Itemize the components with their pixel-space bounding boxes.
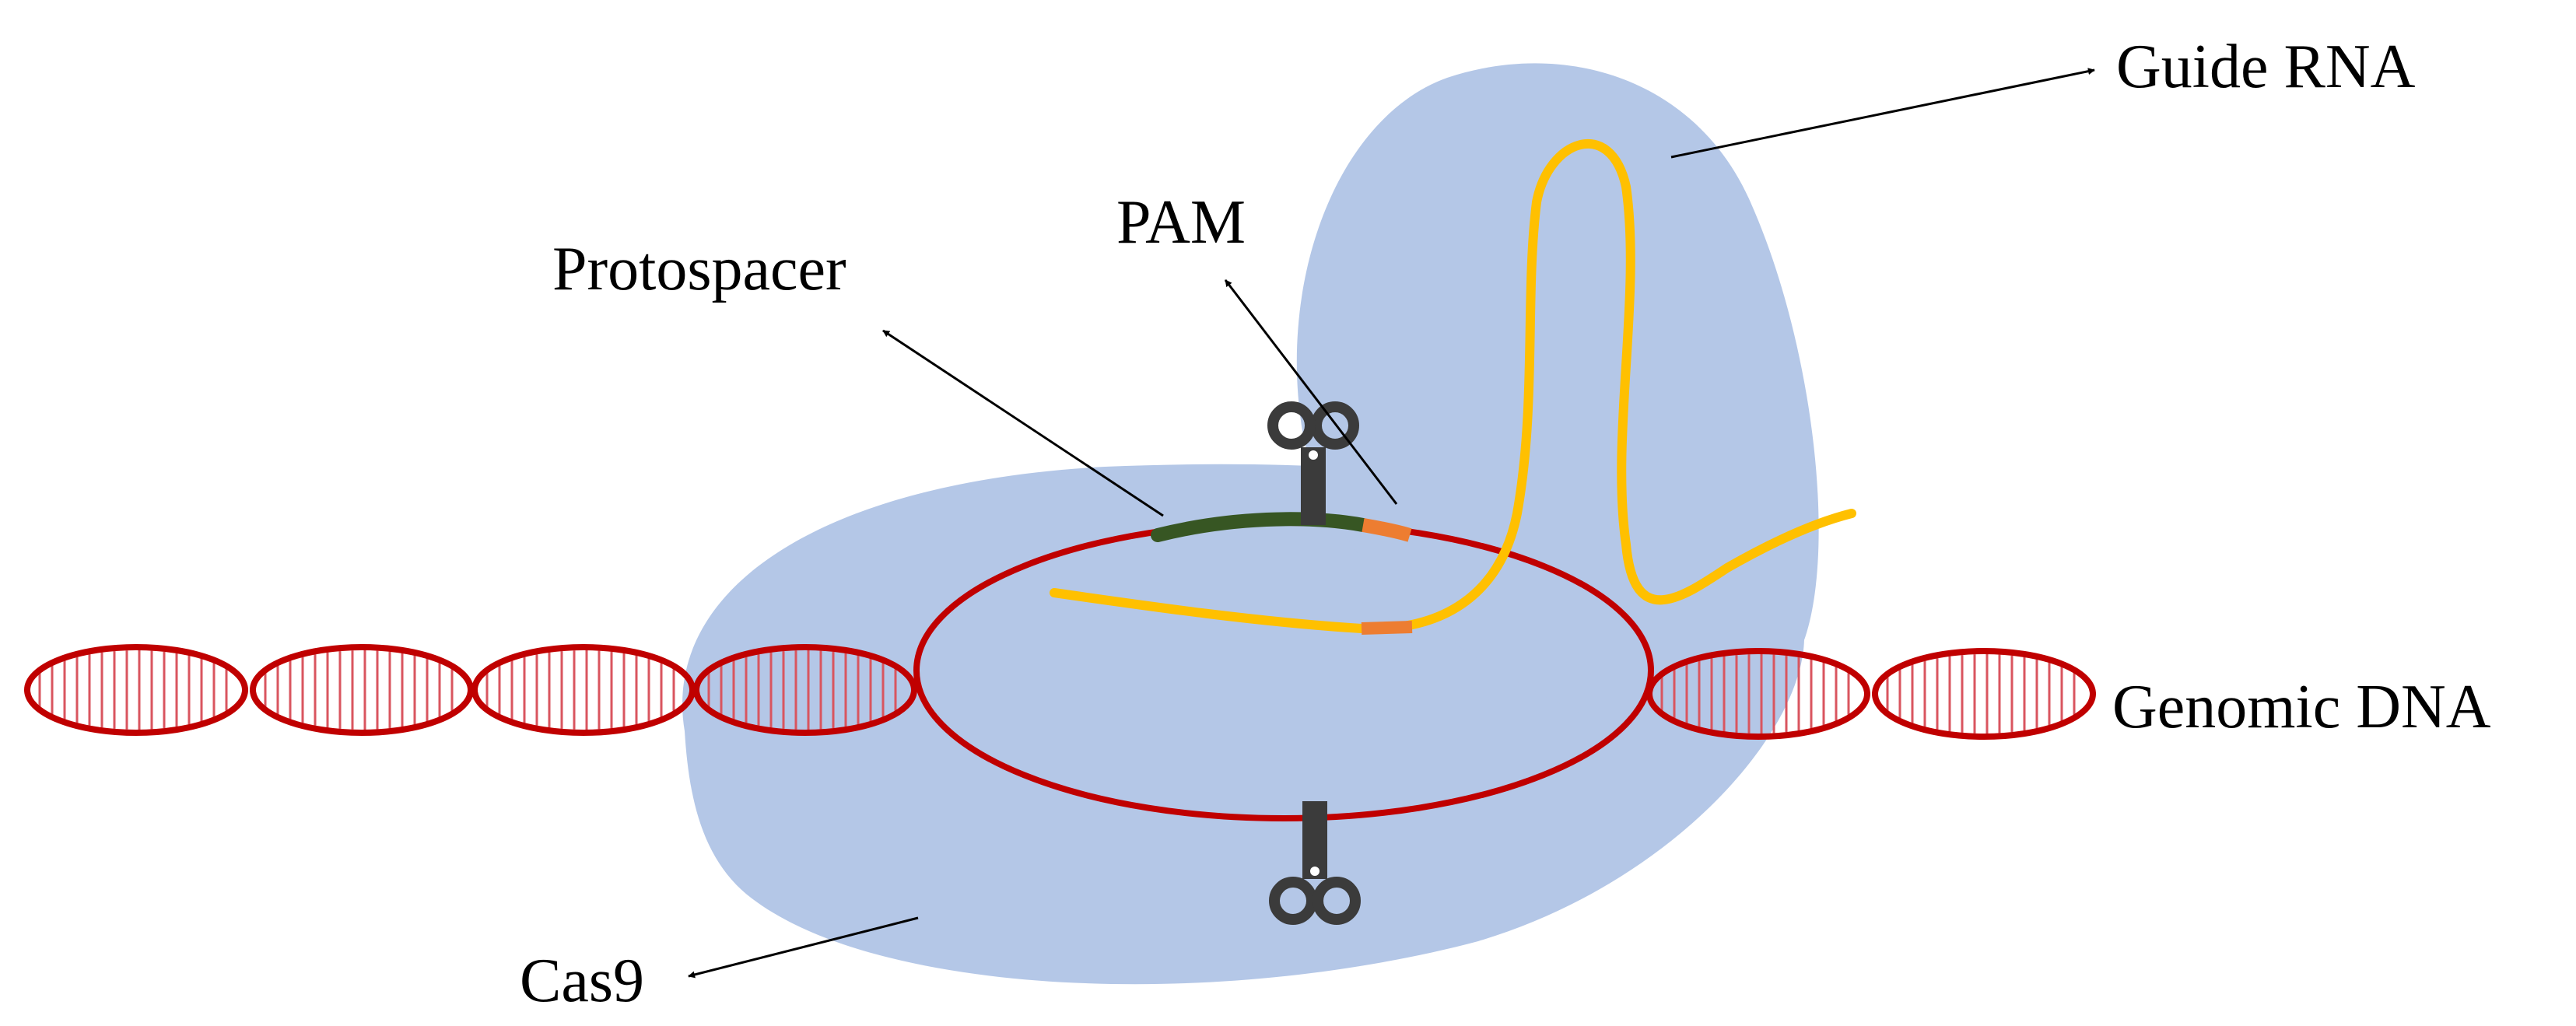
dna-segment-6 — [1872, 648, 2096, 740]
protospacer-segment — [1151, 512, 1370, 542]
guide-rna — [1050, 138, 1856, 635]
pam-label: PAM — [1116, 188, 1246, 257]
dna-segment-3 — [471, 644, 696, 736]
protospacer-label: Protospacer — [552, 235, 846, 303]
guide-rna-label: Guide RNA — [2116, 33, 2416, 101]
dna-segment-1 — [24, 644, 248, 736]
protospacer-pointer — [882, 329, 1164, 517]
guide-rna-pam-mark — [1361, 621, 1413, 635]
cas9-pointer — [688, 916, 919, 979]
genomic-dna-label: Genomic DNA — [2112, 673, 2491, 741]
pam-segment — [1362, 518, 1412, 542]
dna-rungs — [38, 650, 2076, 734]
cas9-upper-lobe — [1296, 63, 1819, 745]
cas9-protein — [682, 63, 1819, 985]
guide-rna-pointer — [1670, 68, 2095, 159]
dna-segment-2 — [250, 644, 474, 736]
dna-segment-4 — [693, 644, 917, 736]
cas9-label: Cas9 — [520, 947, 644, 1015]
pam-pointer — [1224, 279, 1398, 505]
